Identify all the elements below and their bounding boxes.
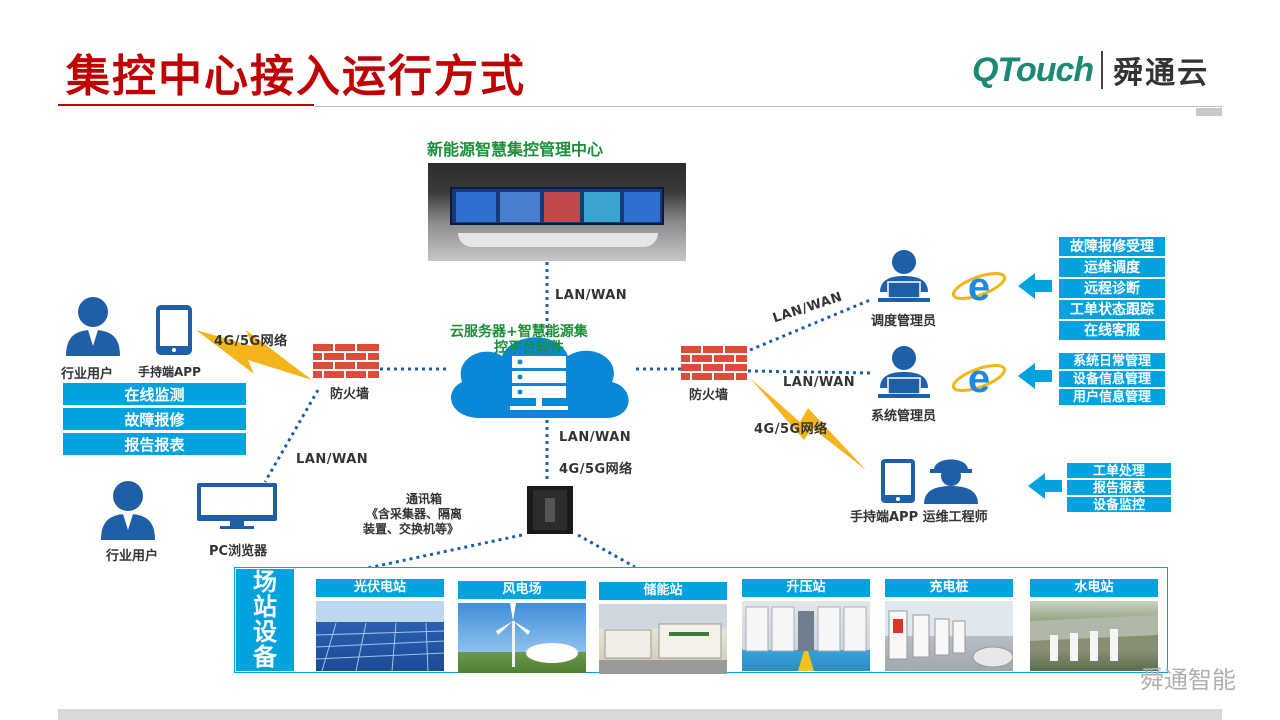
func-report-table: 报告报表	[62, 432, 247, 456]
pc-browser-label: PC浏览器	[209, 544, 268, 559]
dispatcher-admin-icon	[878, 250, 930, 302]
line-firewall-dispatcher	[749, 298, 871, 352]
firewall-left-label: 防火墙	[330, 387, 370, 402]
cloud-label-line1: 云服务器+智慧能源集	[450, 324, 588, 340]
station-hydro-title: 水电站	[1030, 579, 1158, 597]
cloud-server-icon	[450, 337, 629, 418]
station-storage-title: 储能站	[599, 582, 727, 600]
station-charging-image	[885, 601, 1013, 671]
func-report: 报告报表	[1066, 479, 1172, 496]
func-fault-accept: 故障报修受理	[1058, 236, 1166, 257]
station-storage: 储能站	[599, 582, 727, 674]
station-wind-title: 风电场	[458, 581, 586, 599]
handheld-app-label: 手持端APP	[138, 365, 201, 379]
comm-box-label: 通讯箱	[406, 492, 443, 506]
tablet-icon	[881, 459, 915, 503]
comm-box-desc2: 装置、交换机等》	[363, 522, 460, 536]
svg-text:e: e	[968, 265, 990, 308]
industry-user-label: 行业用户	[61, 367, 114, 382]
func-fault-report: 故障报修	[62, 407, 247, 431]
user-icon	[101, 481, 155, 540]
net-label-bottom-lan: LAN/WAN	[559, 430, 632, 445]
tablet-icon	[156, 305, 192, 355]
company-logo: QTouch 舜通云	[972, 48, 1209, 92]
net-label-center: LAN/WAN	[555, 288, 628, 303]
page-title: 集控中心接入运行方式	[66, 51, 526, 102]
station-pv: 光伏电站	[316, 579, 444, 671]
firewall-right-label: 防火墙	[689, 388, 729, 403]
sysadmin-label: 系统管理员	[871, 409, 937, 424]
net-label-left-wireless: 4G/5G网络	[214, 334, 288, 349]
func-user-info: 用户信息管理	[1058, 388, 1166, 406]
station-storage-image	[599, 604, 727, 674]
line-commbox-stations-right	[577, 533, 636, 569]
footer-bar	[58, 709, 1222, 720]
station-equipment-tag: 场 站 设 备	[236, 569, 294, 671]
net-label-right-wireless: 4G/5G网络	[754, 422, 828, 437]
func-ops-dispatch: 运维调度	[1058, 257, 1166, 278]
net-label-bottom-wireless: 4G/5G网络	[559, 462, 633, 477]
firewall-right-icon	[681, 346, 747, 382]
station-boost: 升压站	[742, 579, 870, 671]
station-pv-image	[316, 601, 444, 671]
station-boost-title: 升压站	[742, 579, 870, 597]
func-order-process: 工单处理	[1066, 462, 1172, 479]
station-pv-title: 光伏电站	[316, 579, 444, 597]
engineer-helmet-icon	[924, 459, 978, 504]
station-boost-image	[742, 601, 870, 671]
ie-browser-icon: e	[951, 265, 1007, 308]
svg-text:e: e	[968, 357, 990, 400]
line-firewall-pc	[263, 389, 320, 483]
lightning-right	[750, 378, 866, 470]
station-wind: 风电场	[458, 581, 586, 673]
func-device-monitor: 设备监控	[1066, 496, 1172, 513]
station-hydro: 水电站	[1030, 579, 1158, 671]
net-label-right-mid: LAN/WAN	[783, 375, 856, 390]
corner-decoration	[1196, 108, 1222, 116]
cloud-label-line2: 控平台软件	[494, 340, 564, 356]
logo-wordmark: QTouch	[972, 50, 1094, 89]
station-charging-title: 充电桩	[885, 579, 1013, 597]
industry-user2-label: 行业用户	[106, 549, 159, 564]
title-underline	[58, 104, 314, 106]
header-divider	[314, 106, 1222, 107]
func-remote-diagnosis: 远程诊断	[1058, 278, 1166, 299]
system-admin-icon	[878, 346, 930, 398]
arrow-engineer	[1028, 473, 1062, 499]
pc-monitor-icon	[197, 483, 277, 529]
logo-chinese: 舜通云	[1113, 56, 1210, 91]
arrow-sysadmin	[1018, 363, 1052, 389]
logo-separator	[1101, 51, 1104, 89]
line-firewall-sysadmin	[747, 369, 873, 375]
watermark-text: 舜通智能	[1140, 666, 1236, 694]
dispatcher-label: 调度管理员	[871, 314, 937, 329]
station-charging: 充电桩	[885, 579, 1013, 671]
comm-cabinet-icon	[527, 486, 573, 534]
func-order-tracking: 工单状态跟踪	[1058, 299, 1166, 320]
firewall-left-icon	[313, 344, 379, 380]
lightning-left	[196, 330, 312, 380]
user-icon	[66, 297, 120, 356]
arrow-dispatcher	[1018, 273, 1052, 299]
line-commbox-stations-left	[367, 533, 523, 570]
func-online-monitor: 在线监测	[62, 382, 247, 406]
func-device-info: 设备信息管理	[1058, 370, 1166, 388]
engineer-label: 手持端APP 运维工程师	[850, 510, 988, 525]
station-hydro-image	[1030, 601, 1158, 671]
station-wind-image	[458, 603, 586, 673]
comm-box-desc1: 《含采集器、隔离	[366, 507, 463, 521]
func-online-service: 在线客服	[1058, 320, 1166, 341]
net-label-left-lan: LAN/WAN	[296, 452, 369, 467]
func-system-daily: 系统日常管理	[1058, 352, 1166, 370]
control-center-title: 新能源智慧集控管理中心	[427, 140, 604, 159]
ie-browser-icon: e	[951, 357, 1007, 400]
control-center-photo	[428, 163, 686, 261]
